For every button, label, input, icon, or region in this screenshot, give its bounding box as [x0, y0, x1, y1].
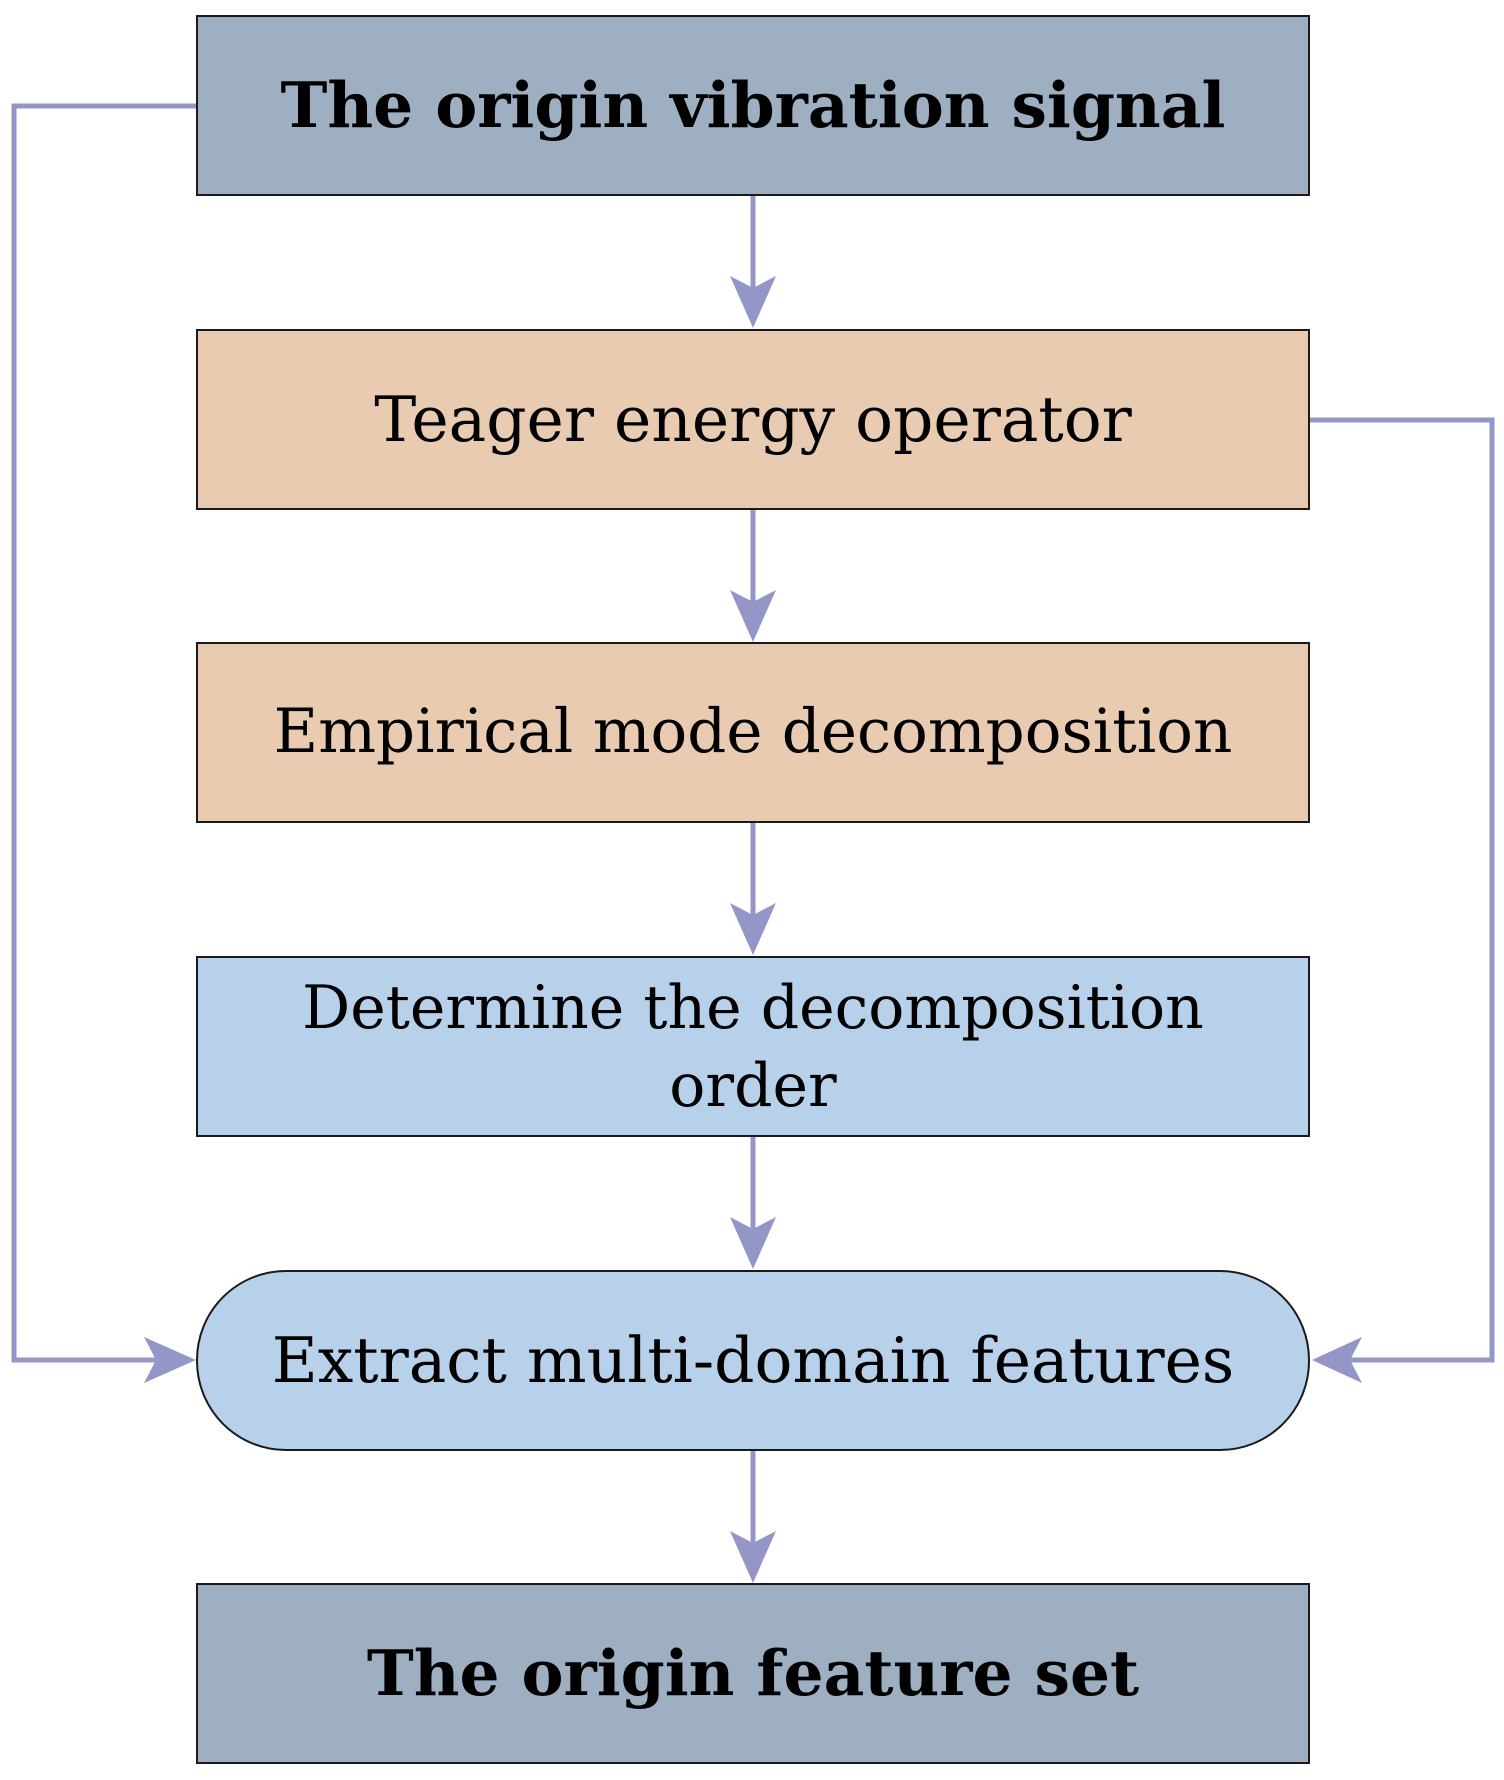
arrowhead-3: [730, 903, 776, 955]
origin-signal-node: The origin vibration signal: [196, 15, 1310, 196]
decomposition-order-label-line2: order: [669, 1050, 837, 1121]
right-bypass-connector: [1310, 417, 1495, 1363]
decomposition-order-node: Determine the decomposition order: [196, 956, 1310, 1137]
teager-energy-node: Teager energy operator: [196, 329, 1310, 510]
arrowhead-4: [730, 1217, 776, 1269]
left-bypass-connector: [11, 103, 196, 1363]
feature-set-label: The origin feature set: [366, 1635, 1140, 1710]
teager-energy-label: Teager energy operator: [374, 382, 1132, 456]
decomposition-order-label-line1: Determine the decomposition: [302, 972, 1204, 1043]
arrowhead-left: [144, 1337, 196, 1383]
arrowhead-1: [730, 276, 776, 328]
extract-features-label: Extract multi-domain features: [271, 1323, 1235, 1397]
arrowhead-right: [1312, 1337, 1362, 1383]
emd-label: Empirical mode decomposition: [273, 696, 1233, 768]
emd-node: Empirical mode decomposition: [196, 642, 1310, 823]
extract-features-node: Extract multi-domain features: [196, 1270, 1310, 1451]
arrowhead-2: [730, 590, 776, 642]
decomposition-order-text: Determine the decomposition order: [302, 969, 1204, 1125]
arrowhead-5: [730, 1531, 776, 1583]
origin-signal-label: The origin vibration signal: [280, 67, 1226, 142]
feature-set-node: The origin feature set: [196, 1583, 1310, 1764]
